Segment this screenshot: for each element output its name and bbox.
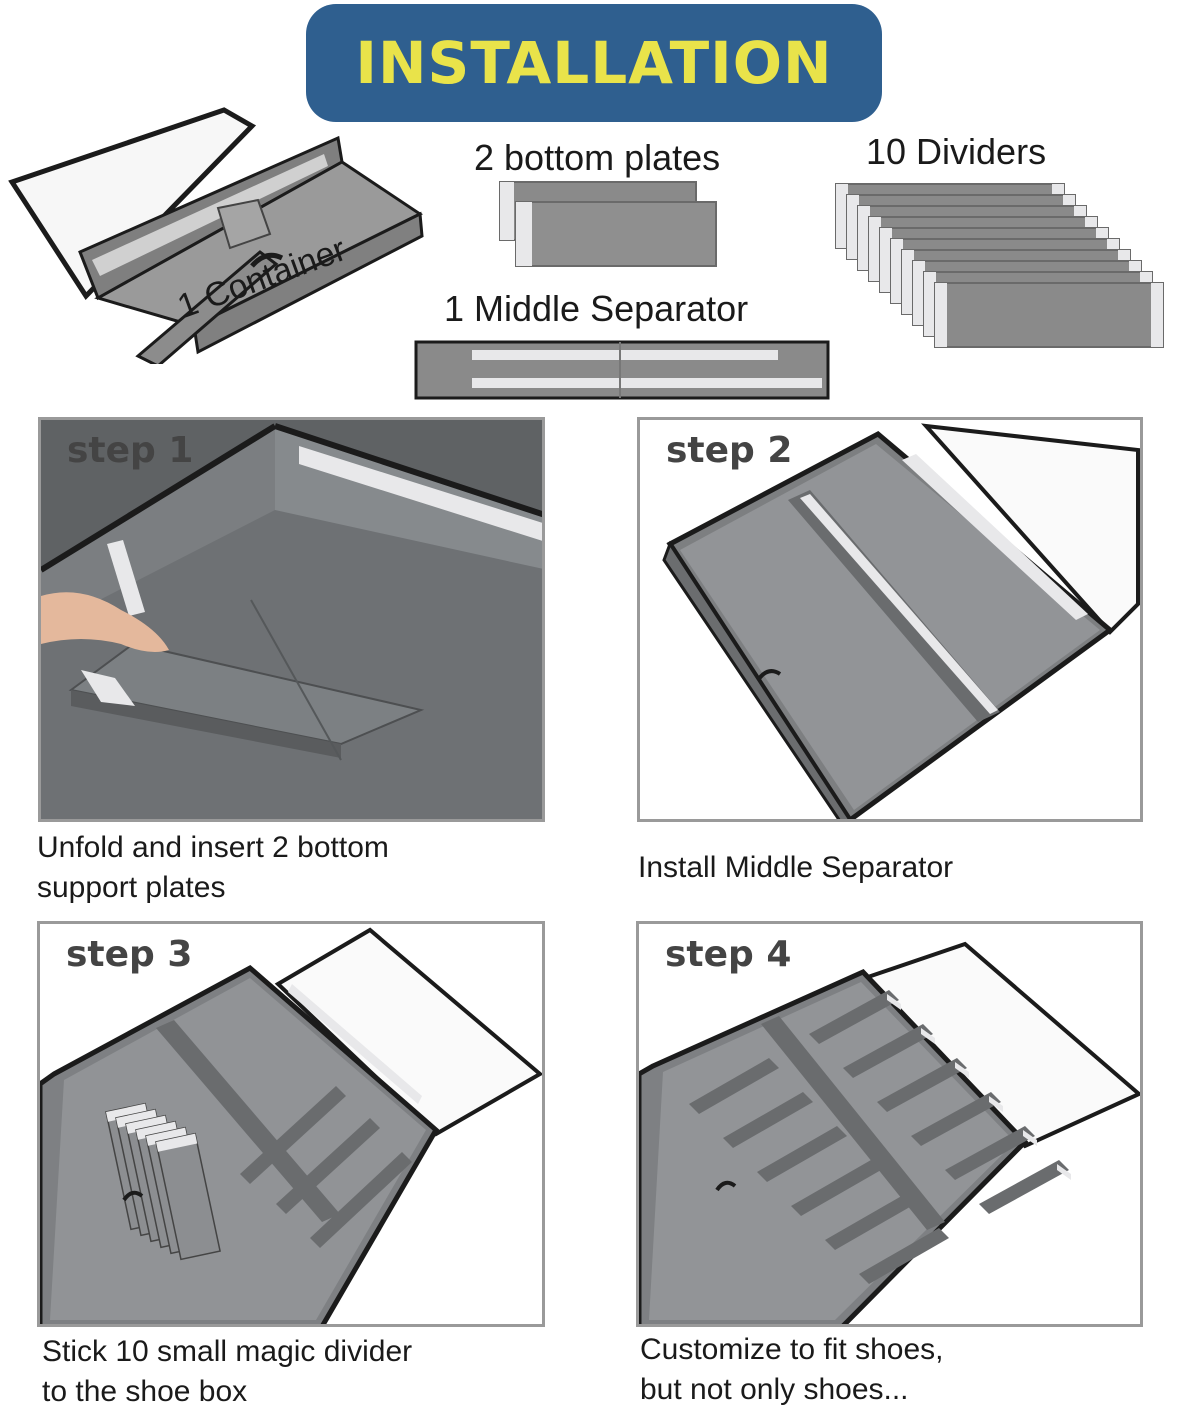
step-3-caption-line-2: to the shoe box: [42, 1375, 248, 1408]
step-4-caption: Customize to fit shoes, but not only sho…: [640, 1330, 943, 1410]
step-1-caption-line-2: support plates: [37, 871, 226, 904]
bottom-plates-illustration: [498, 180, 720, 270]
bottom-plates-label: 2 bottom plates: [474, 137, 721, 178]
step-2-caption-line-1: Install Middle Separator: [638, 851, 954, 884]
installation-banner: INSTALLATION: [306, 4, 882, 122]
step-1-panel: step 1: [38, 417, 545, 822]
middle-separator-illustration: [414, 336, 830, 402]
step-2-title: step 2: [666, 430, 793, 471]
step-4-caption-line-2: but not only shoes...: [640, 1373, 909, 1406]
container-illustration: [8, 104, 428, 364]
banner-title: INSTALLATION: [355, 29, 833, 97]
step-4-panel: step 4: [636, 921, 1143, 1327]
dividers-label: 10 Dividers: [866, 131, 1047, 172]
dividers-illustration: [834, 182, 1178, 362]
step-4-title: step 4: [665, 934, 792, 975]
step-1-caption-line-1: Unfold and insert 2 bottom: [37, 831, 389, 864]
step-3-caption: Stick 10 small magic divider to the shoe…: [42, 1332, 412, 1412]
middle-separator-label: 1 Middle Separator: [444, 288, 749, 329]
step-3-caption-line-1: Stick 10 small magic divider: [42, 1335, 413, 1368]
step-2-panel: step 2: [637, 417, 1143, 822]
step-4-caption-line-1: Customize to fit shoes,: [640, 1333, 944, 1366]
step-3-panel: step 3: [37, 921, 545, 1327]
step-3-title: step 3: [66, 934, 193, 975]
step-2-caption: Install Middle Separator: [638, 848, 953, 888]
step-1-title: step 1: [67, 430, 194, 471]
step-1-caption: Unfold and insert 2 bottom support plate…: [37, 828, 389, 908]
